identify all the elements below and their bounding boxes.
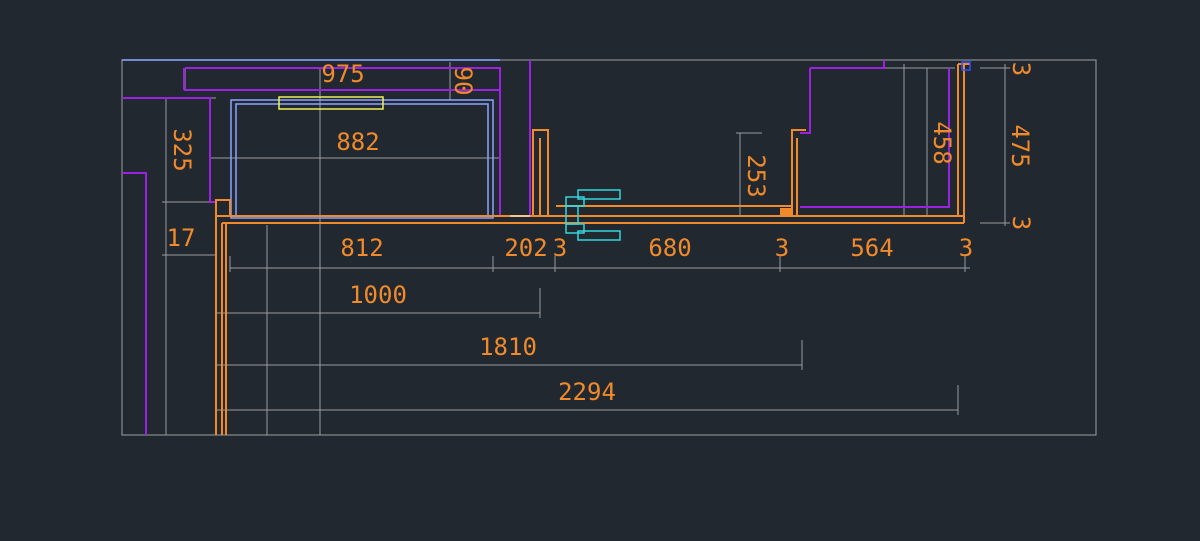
drawing-frame bbox=[121, 59, 1097, 436]
door-fixture bbox=[565, 189, 621, 241]
dim-1810: 1810 bbox=[479, 333, 537, 361]
dim-458: 458 bbox=[928, 121, 956, 164]
cabinet-outline bbox=[230, 99, 494, 219]
dim-325: 325 bbox=[168, 128, 196, 171]
door-marker bbox=[780, 208, 792, 216]
dim-90: 90 bbox=[449, 67, 477, 96]
construction-lines bbox=[162, 62, 1010, 435]
dim-475: 475 bbox=[1006, 124, 1034, 167]
dim-3-right: 3 bbox=[959, 234, 973, 262]
dim-253: 253 bbox=[742, 154, 770, 197]
dim-17: 17 bbox=[167, 224, 196, 252]
dim-812: 812 bbox=[340, 234, 383, 262]
dim-3-top: 3 bbox=[1007, 62, 1035, 76]
dim-3-mid: 3 bbox=[775, 234, 789, 262]
dim-882: 882 bbox=[336, 128, 379, 156]
dim-975: 975 bbox=[321, 60, 364, 88]
dim-1000: 1000 bbox=[349, 281, 407, 309]
dim-3-bottom: 3 bbox=[1007, 216, 1035, 230]
dim-202: 202 bbox=[504, 234, 547, 262]
wall-lines bbox=[215, 63, 970, 435]
dim-564: 564 bbox=[850, 234, 893, 262]
dim-2294: 2294 bbox=[558, 378, 616, 406]
partition-lines bbox=[122, 60, 950, 435]
cabinet-fixture bbox=[278, 96, 384, 110]
dim-3-left: 3 bbox=[553, 234, 567, 262]
dim-680: 680 bbox=[648, 234, 691, 262]
corner-marker bbox=[961, 61, 971, 71]
